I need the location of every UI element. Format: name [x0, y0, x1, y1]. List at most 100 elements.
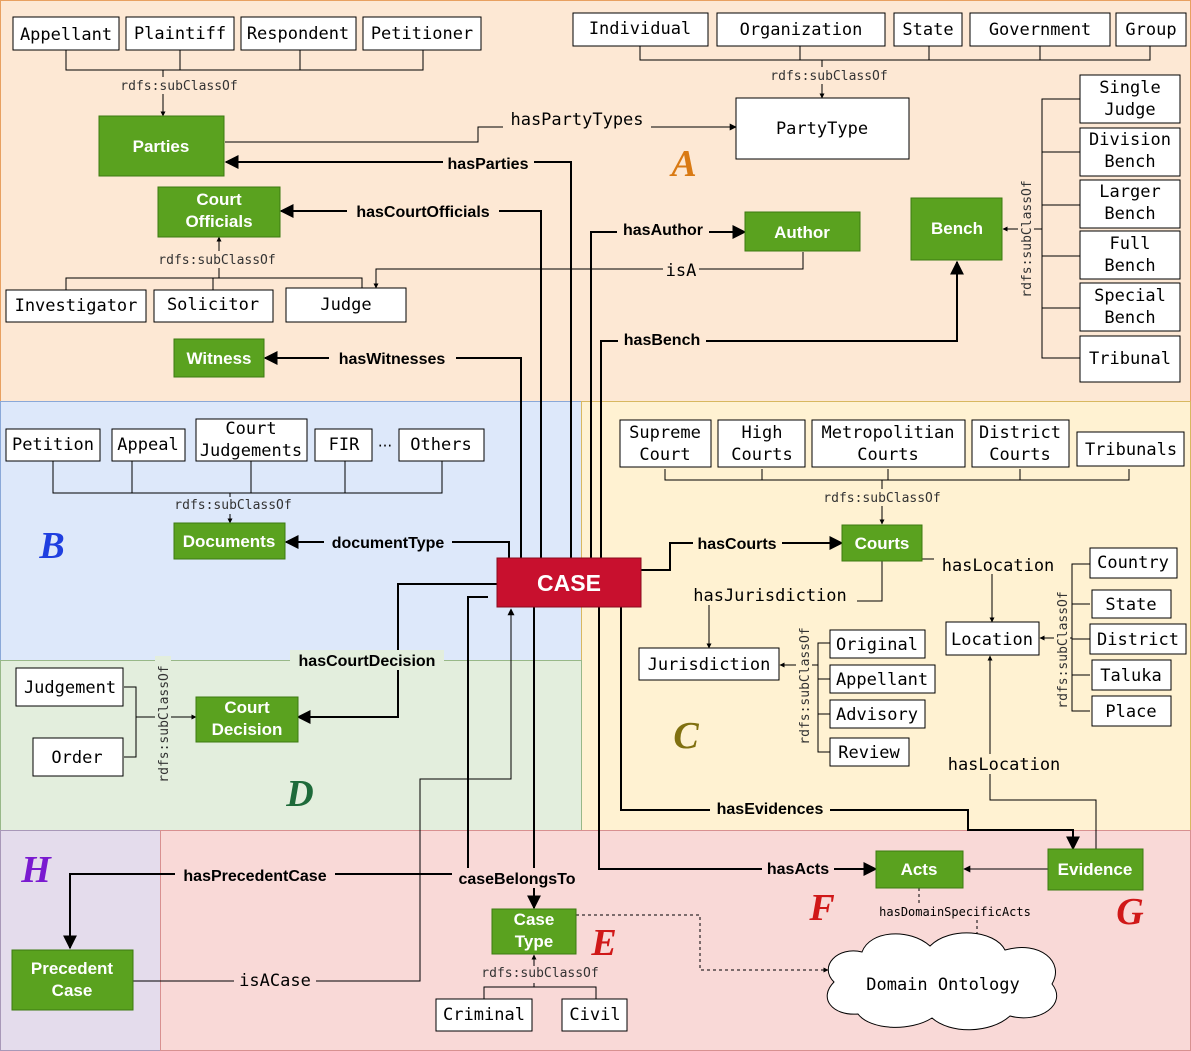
parties-node[interactable] — [98, 115, 225, 177]
appellant-node[interactable] — [12, 16, 120, 51]
edge-label-has-precedent-case: hasPrecedentCase — [183, 868, 326, 885]
edge-label-has-court-officials: hasCourtOfficials — [356, 204, 489, 221]
jurisdiction-label: Jurisdiction — [648, 655, 771, 675]
plaintiff-label: Plaintiff — [134, 24, 226, 44]
metropolitian-courts-node[interactable] — [811, 419, 966, 468]
court-judgements-node[interactable] — [195, 418, 308, 462]
subclass-label-courts: rdfs:subClassOf — [823, 491, 940, 506]
judgement-node[interactable] — [15, 667, 124, 707]
review-node[interactable] — [829, 737, 910, 767]
order-node[interactable] — [32, 737, 124, 777]
group-label: Group — [1125, 20, 1176, 40]
full-bench-node[interactable] — [1079, 230, 1181, 280]
high-courts-node[interactable] — [717, 419, 806, 468]
appellant-jurisdiction-node[interactable] — [829, 664, 936, 694]
solicitor-node[interactable] — [153, 289, 274, 323]
plaintiff-node[interactable] — [125, 16, 235, 51]
edge-label-has-bench: hasBench — [624, 332, 700, 349]
appellant-jurisdiction-label: Appellant — [836, 670, 928, 690]
special-bench-node[interactable] — [1079, 282, 1181, 332]
location-node[interactable] — [945, 621, 1040, 656]
organization-label: Organization — [740, 20, 863, 40]
fir-node[interactable] — [314, 428, 373, 462]
edge-label-has-author: hasAuthor — [623, 222, 703, 239]
country-node[interactable] — [1089, 547, 1178, 579]
judge-node[interactable] — [285, 287, 407, 323]
criminal-node[interactable] — [435, 998, 533, 1032]
edge-label-has-party-types: hasPartyTypes — [510, 110, 643, 130]
bench-node[interactable] — [910, 197, 1003, 261]
courts-node[interactable] — [841, 524, 923, 562]
region-letter-h: H — [20, 849, 52, 891]
jurisdiction-node[interactable] — [638, 647, 780, 681]
investigator-label: Investigator — [15, 296, 138, 316]
division-bench-node[interactable] — [1079, 127, 1181, 177]
precedent-case-node[interactable] — [11, 949, 134, 1011]
subclass-label-location: rdfs:subClassOf — [1056, 591, 1071, 708]
individual-node[interactable] — [572, 12, 709, 47]
domain-ontology-label: Domain Ontology — [866, 975, 1020, 995]
investigator-node[interactable] — [5, 289, 147, 323]
civil-node[interactable] — [561, 998, 628, 1032]
case-label: CASE — [537, 570, 601, 596]
edge-label-has-jurisdiction: hasJurisdiction — [693, 586, 847, 606]
state-location-node[interactable] — [1091, 589, 1172, 619]
court-decision-node[interactable] — [195, 696, 299, 743]
case-type-node[interactable] — [491, 908, 577, 955]
district-node[interactable] — [1089, 623, 1187, 655]
respondent-node[interactable] — [240, 16, 357, 51]
state-location-label: State — [1105, 595, 1156, 615]
party-type-node[interactable] — [735, 97, 910, 160]
edge-label-has-location-2: hasLocation — [948, 755, 1061, 775]
appellant-label: Appellant — [20, 25, 112, 45]
taluka-node[interactable] — [1091, 659, 1172, 691]
witness-node[interactable] — [173, 338, 265, 378]
region-letter-a: A — [669, 143, 696, 185]
single-judge-node[interactable] — [1079, 74, 1181, 124]
region-letter-f: F — [808, 887, 834, 929]
district-courts-node[interactable] — [971, 419, 1070, 468]
original-node[interactable] — [829, 629, 926, 659]
state-node[interactable] — [893, 12, 963, 47]
organization-node[interactable] — [716, 12, 886, 47]
court-officials-node[interactable] — [157, 186, 281, 238]
advisory-node[interactable] — [829, 699, 926, 729]
subclass-label-court-officials: rdfs:subClassOf — [158, 253, 275, 268]
petitioner-node[interactable] — [362, 16, 482, 51]
author-node[interactable] — [744, 211, 861, 252]
appeal-node[interactable] — [111, 428, 186, 462]
petition-node[interactable] — [5, 428, 101, 462]
state-label: State — [902, 20, 953, 40]
author-label: Author — [774, 223, 830, 242]
edge-label-is-a-case: isACase — [239, 971, 311, 991]
solicitor-label: Solicitor — [167, 295, 259, 315]
others-node[interactable] — [398, 428, 485, 462]
tribunals-node[interactable] — [1076, 431, 1185, 467]
place-label: Place — [1105, 702, 1156, 722]
evidence-label: Evidence — [1058, 860, 1133, 879]
tribunal-node[interactable] — [1079, 335, 1181, 383]
government-node[interactable] — [969, 12, 1111, 47]
documents-node[interactable] — [173, 522, 286, 560]
domain-ontology-cloud[interactable] — [826, 932, 1058, 1031]
edge-label-has-witnesses: hasWitnesses — [339, 351, 446, 368]
case-node[interactable] — [496, 557, 642, 608]
acts-node[interactable] — [875, 850, 964, 889]
place-node[interactable] — [1091, 695, 1172, 727]
tribunal-label: Tribunal — [1089, 349, 1171, 369]
ellipsis: ··· — [378, 437, 392, 455]
advisory-label: Advisory — [836, 705, 918, 725]
supreme-court-node[interactable] — [619, 419, 712, 468]
group-node[interactable] — [1115, 12, 1187, 47]
subclass-label-court-decision: rdfs:subClassOf — [157, 665, 172, 782]
larger-bench-node[interactable] — [1079, 179, 1181, 229]
evidence-node[interactable] — [1047, 848, 1144, 891]
edge-label-has-acts: hasActs — [767, 861, 829, 878]
